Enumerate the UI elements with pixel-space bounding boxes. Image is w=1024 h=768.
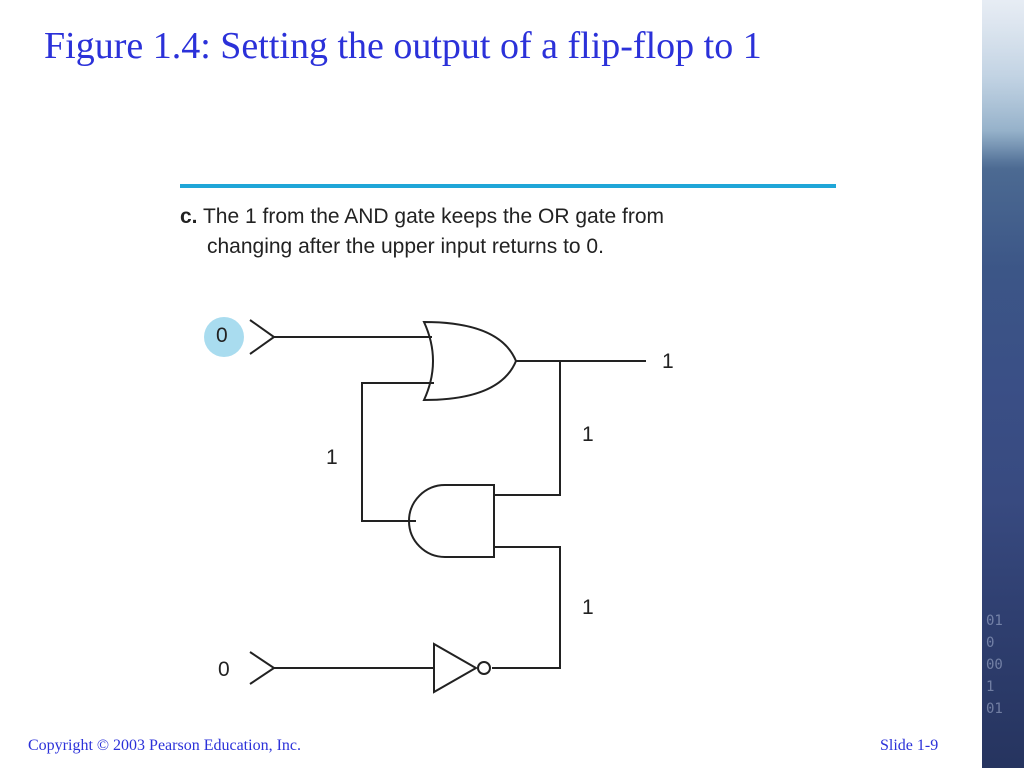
lower-input-chevron [249,651,276,685]
upper-input-value: 0 [216,324,228,347]
caption-line-1: The 1 from the AND gate keeps the OR gat… [202,205,665,228]
flip-flop-figure: c. The 1 from the AND gate keeps the OR … [170,180,850,710]
output-value: 1 [662,350,674,373]
caption-line-2: changing after the upper input returns t… [207,235,604,258]
footer-copyright: Copyright © 2003 Pearson Education, Inc. [28,737,301,754]
not-gate [433,642,479,694]
figure-top-rule [180,184,836,188]
slide-title: Figure 1.4: Setting the output of a flip… [44,25,762,67]
not-output-value: 1 [582,596,594,619]
not-bubble [477,661,491,675]
lower-input-value: 0 [218,658,230,681]
decorative-side-band: 01 0 00 1 01 [982,0,1024,768]
not-to-and-wire [492,546,561,669]
feedback-value: 1 [582,423,594,446]
caption-label: c. [180,205,198,228]
side-band-digits: 01 0 00 1 01 [986,613,1003,717]
circuit-diagram [204,317,646,694]
slide-number: Slide 1-9 [880,737,939,754]
side-band-haze [982,0,1024,160]
and-gate [408,484,495,558]
or-gate [422,320,518,402]
and-to-or-wire [361,382,434,522]
figure-caption: c. The 1 from the AND gate keeps the OR … [180,202,840,262]
feedback-wire [494,361,561,496]
upper-input-highlight [204,317,244,357]
upper-input-chevron [249,319,276,355]
and-to-or-value: 1 [326,446,338,469]
